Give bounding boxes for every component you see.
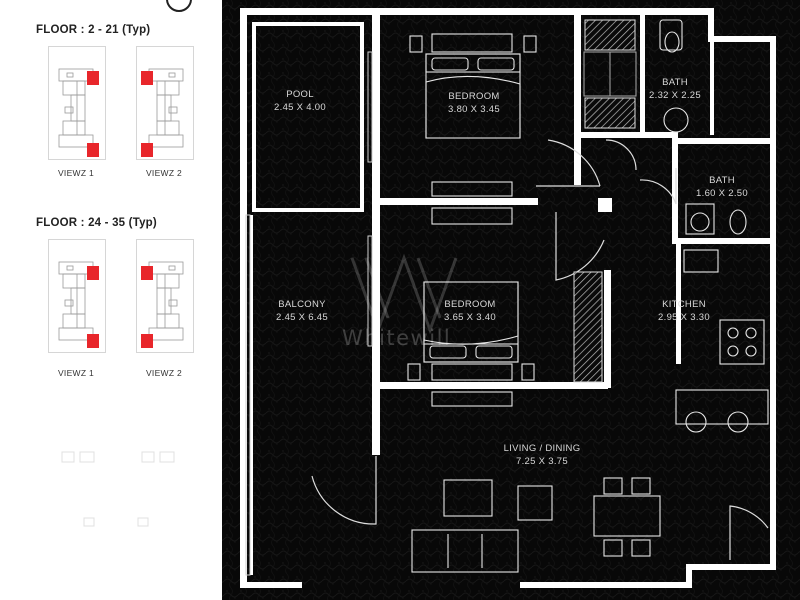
room-name: LIVING / DINING	[503, 443, 581, 454]
dresser-1	[431, 181, 513, 197]
nightstand-1b	[523, 35, 537, 53]
windows	[245, 51, 373, 576]
bath-1-basin	[663, 107, 689, 133]
whitewill-logo-watermark	[350, 253, 458, 335]
doors	[311, 139, 769, 560]
bath-shaft-hatch	[584, 19, 636, 51]
double-bed-1	[425, 53, 521, 139]
tv-unit	[443, 479, 493, 517]
key-plan-panel: FLOOR : 2 - 21 (Typ) VIEWZ 1 VIEWZ	[0, 0, 222, 600]
room-label-kitchen: KITCHEN 2.95 X 3.30	[658, 298, 710, 324]
plan-background	[222, 0, 800, 600]
room-label-pool: POOL 2.45 X 4.00	[274, 88, 326, 114]
headboard-2	[431, 363, 513, 381]
room-dimensions: 2.95 X 3.30	[658, 312, 710, 323]
bar-stool-1	[685, 411, 707, 433]
kitchen-sink	[683, 249, 719, 273]
viewz-2-label: VIEWZ 2	[145, 168, 183, 178]
kitchen-hob	[719, 319, 765, 365]
bar-stool-2	[727, 411, 749, 433]
double-bed-2	[423, 281, 519, 363]
room-dimensions: 3.65 X 3.40	[444, 312, 496, 323]
room-label-bath-2: BATH 1.60 X 2.50	[696, 174, 748, 200]
room-dimensions: 2.32 X 2.25	[649, 90, 701, 101]
nightstand-1a	[409, 35, 423, 53]
floor-plan-drawing	[222, 0, 800, 600]
room-label-bath-1: BATH 2.32 X 2.25	[649, 76, 701, 102]
room-dimensions: 2.45 X 4.00	[274, 102, 326, 113]
bath-2-toilet	[729, 209, 747, 235]
dining-table	[593, 495, 661, 537]
key-plan-viewz-1	[48, 46, 106, 160]
dining-chair-1	[603, 477, 623, 495]
viewz-2-label-upper: VIEWZ 2	[145, 368, 183, 378]
walls	[240, 8, 776, 588]
sofa	[411, 529, 519, 573]
bedroom-2-wardrobe	[573, 271, 603, 383]
room-dimensions: 7.25 X 3.75	[516, 456, 568, 467]
viewz-1-label: VIEWZ 1	[57, 168, 95, 178]
faded-key-plan-marks	[61, 451, 175, 527]
room-name: BEDROOM	[444, 299, 496, 310]
nightstand-2b	[521, 363, 535, 381]
room-label-balcony: BALCONY 2.45 X 6.45	[276, 298, 328, 324]
room-dimensions: 2.45 X 6.45	[276, 312, 328, 323]
floor-plan: POOL 2.45 X 4.00 BEDROOM 3.80 X 3.45 BAT…	[222, 0, 800, 600]
dining-chair-2	[631, 477, 651, 495]
dining-chair-4	[631, 539, 651, 557]
room-name: KITCHEN	[662, 299, 706, 310]
room-name: BALCONY	[278, 299, 326, 310]
bath-2-basin	[690, 212, 710, 232]
room-label-bedroom-2: BEDROOM 3.65 X 3.40	[444, 298, 496, 324]
watermark-text: Whitewill	[342, 326, 452, 350]
key-plan-viewz-2	[136, 46, 194, 160]
north-arrow-icon	[166, 0, 192, 12]
floor-range-title-2: FLOOR : 24 - 35 (Typ)	[36, 217, 157, 229]
nightstand-2a	[407, 363, 421, 381]
corridor-console	[431, 391, 513, 407]
toilet-1	[659, 19, 683, 51]
floor-range-title-1: FLOOR : 2 - 21 (Typ)	[36, 24, 151, 36]
dresser-2	[431, 207, 513, 225]
wardrobe-hatch	[584, 97, 636, 129]
room-dimensions: 1.60 X 2.50	[696, 188, 748, 199]
headboard-1	[431, 33, 513, 53]
room-dimensions: 3.80 X 3.45	[448, 104, 500, 115]
dining-chair-3	[603, 539, 623, 557]
armchair	[517, 485, 553, 521]
viewz-1-label-upper: VIEWZ 1	[57, 368, 95, 378]
key-plan-viewz-2-upper	[136, 239, 194, 353]
room-name: BEDROOM	[448, 91, 500, 102]
room-name: BATH	[709, 175, 735, 186]
room-name: POOL	[286, 89, 314, 100]
key-plan-viewz-1-upper	[48, 239, 106, 353]
toilet-1-bowl	[664, 31, 680, 53]
kitchen-island	[675, 389, 769, 425]
room-label-bedroom-1: BEDROOM 3.80 X 3.45	[448, 90, 500, 116]
bath-2-shower	[685, 203, 715, 235]
room-label-living-dining: LIVING / DINING 7.25 X 3.75	[504, 442, 581, 468]
room-name: BATH	[662, 77, 688, 88]
